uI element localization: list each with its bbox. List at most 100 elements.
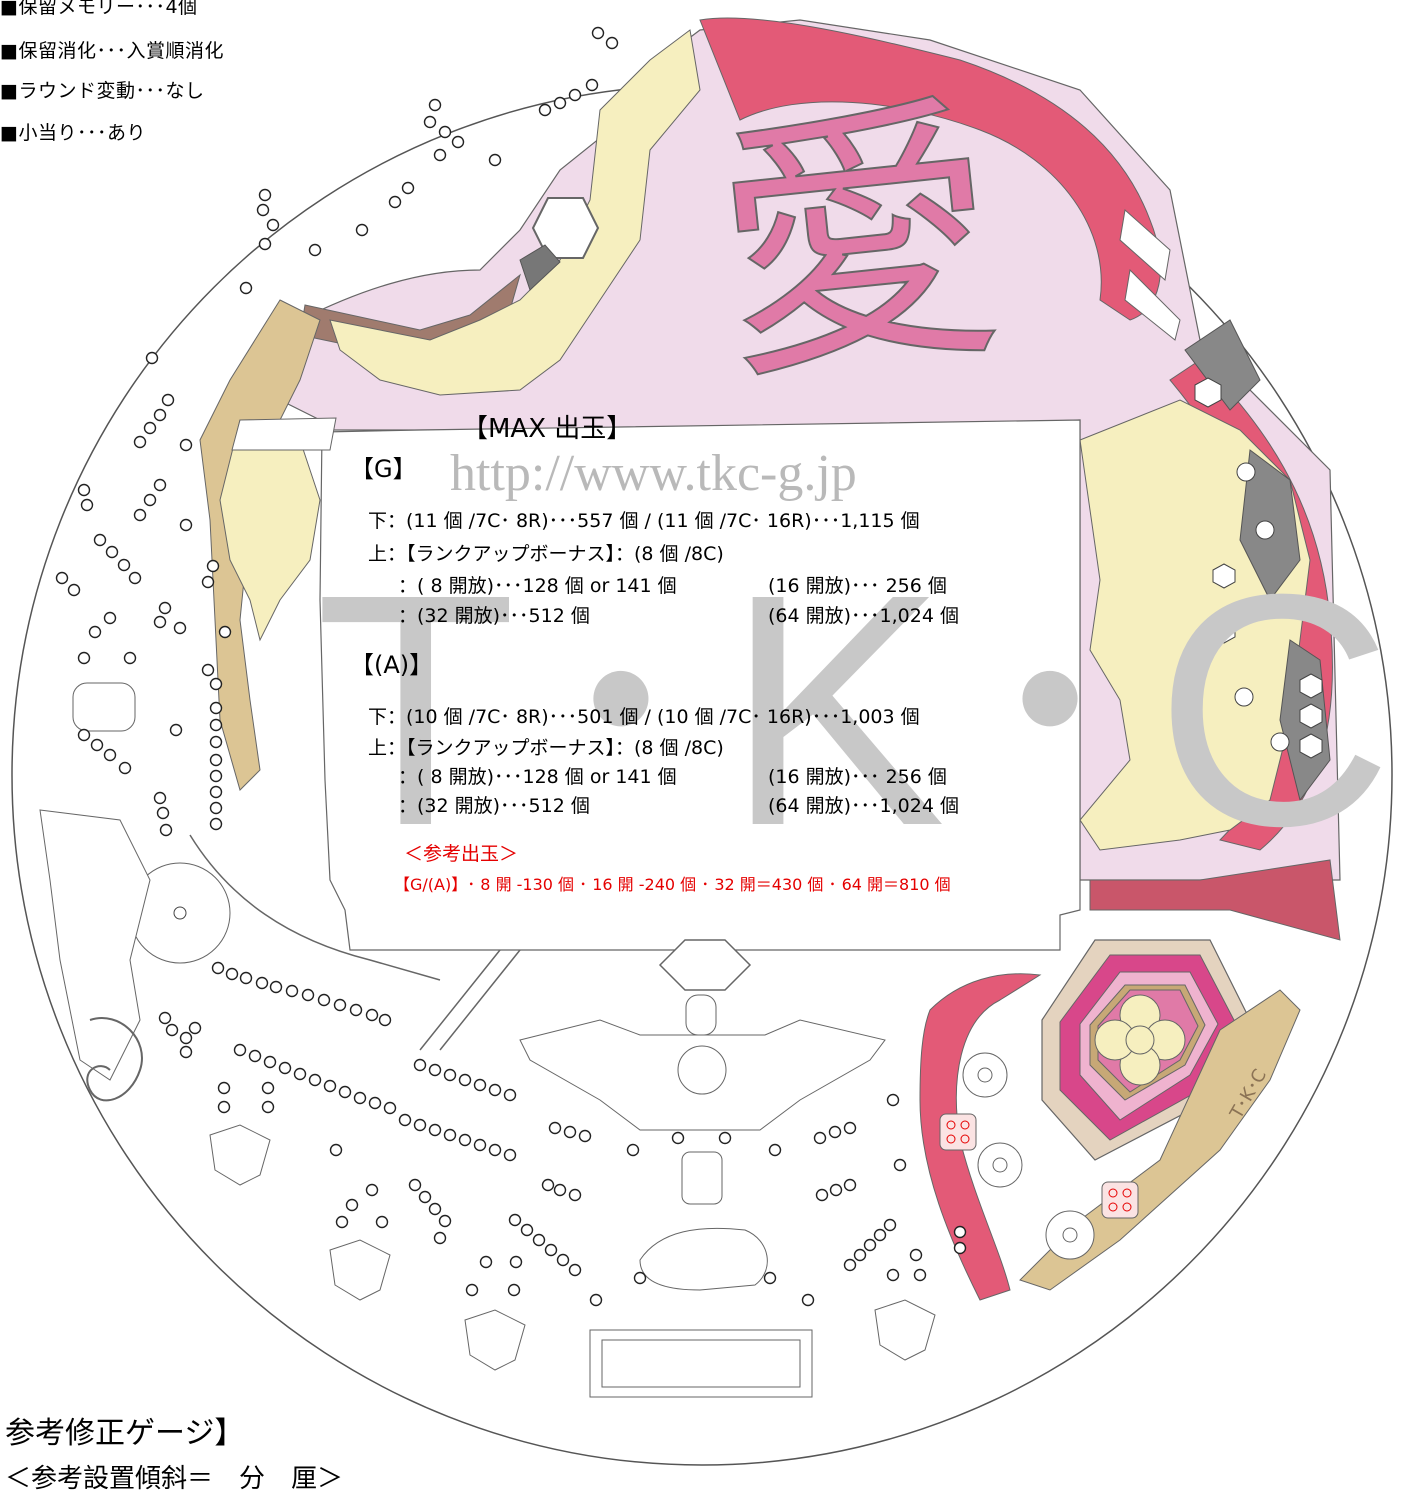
nail-pin (953, 1225, 967, 1239)
nail-pin (873, 1228, 887, 1242)
dice-icon (1101, 1181, 1139, 1219)
g-line-1: 下：(11 個 /7C･ 8R)･･･557 個 / (11 個 /7C･ 16… (368, 510, 920, 532)
a-header: 【(A)】 (350, 651, 434, 679)
nail-pin (217, 1081, 231, 1095)
nail-pin (169, 723, 183, 737)
nail-pin (433, 148, 447, 162)
nail-pin (179, 438, 193, 452)
sakura-icon (1045, 1210, 1095, 1260)
nail-pin (503, 1148, 517, 1162)
nail-pins (55, 26, 967, 1307)
nail-pin (145, 351, 159, 365)
nail-pin (153, 408, 167, 422)
guide-rail (439, 949, 521, 1051)
nail-pin (433, 1231, 447, 1245)
nail-pin (256, 203, 270, 217)
grey-ornament (519, 244, 561, 291)
tan-left-pillar (199, 299, 321, 791)
center-post (685, 994, 717, 1036)
nail-pin (266, 218, 280, 232)
nail-pin (458, 1133, 472, 1147)
hex-icon (1212, 563, 1236, 589)
g-line-5: ：(32 開放)･･･512 個 (398, 605, 590, 627)
nail-pin (438, 1214, 452, 1228)
ref-out-line: 【G/(A)】･ 8 開 -130 個 ･ 16 開 -240 個 ･ 32 開… (394, 875, 951, 894)
a-line-2: 上：【ランクアップボーナス】：(8 個 /8C) (368, 737, 724, 759)
nail-pin (209, 769, 223, 783)
nail-pin (508, 1213, 522, 1227)
nail-pin (317, 993, 331, 1007)
attacker-inner (601, 1339, 801, 1388)
nail-pin (428, 98, 442, 112)
nail-pin (179, 518, 193, 532)
nail-pin (248, 1049, 262, 1063)
nail-pin (217, 1100, 231, 1114)
red-swoosh-bottom (919, 973, 1042, 1301)
nail-pin (133, 435, 147, 449)
nail-pin (532, 1233, 546, 1247)
small-figure-icon (329, 1239, 391, 1301)
nail-pin (626, 1143, 640, 1157)
nail-pin (153, 791, 167, 805)
nail-pin (209, 753, 223, 767)
g-line-6: (64 開放)･･･1,024 個 (768, 605, 959, 627)
nail-pin (605, 36, 619, 50)
small-figure-icon (209, 1124, 271, 1186)
nail-pin (388, 195, 402, 209)
nail-pin (258, 188, 272, 202)
nail-pin (568, 1263, 582, 1277)
nail-pin (209, 701, 223, 715)
hex-icon (1299, 733, 1323, 759)
nail-pin (77, 728, 91, 742)
nail-pin (128, 571, 142, 585)
nail-pin (375, 1215, 389, 1229)
nail-pin (589, 1293, 603, 1307)
nail-pin (153, 615, 167, 629)
nail-pin (263, 1055, 277, 1069)
nail-pin (173, 621, 187, 635)
a-line-1: 下：(10 個 /7C･ 8R)･･･501 個 / (10 個 /7C･ 16… (368, 706, 920, 728)
nail-pin (225, 967, 239, 981)
nail-pin (118, 761, 132, 775)
nail-pin (401, 181, 415, 195)
left-spiral (86, 1017, 143, 1102)
small-figure-icon (464, 1309, 526, 1371)
nail-pin (278, 1061, 292, 1075)
nail-pin (465, 1283, 479, 1297)
nail-pin (90, 738, 104, 752)
windmill-inner (173, 906, 187, 920)
nail-pin (488, 1083, 502, 1097)
red-swoosh-mid (1089, 859, 1341, 941)
nail-pin (815, 1188, 829, 1202)
lcd-tab (231, 417, 337, 451)
g-line-3: ：( 8 開放)･･･128 個 or 141 個 (398, 575, 677, 597)
nail-pin (338, 1085, 352, 1099)
nail-pin (209, 785, 223, 799)
nail-pin (209, 677, 223, 691)
nail-pin (365, 1183, 379, 1197)
ref-out-title: ＜参考出玉＞ (404, 843, 519, 865)
nail-pin (308, 243, 322, 257)
nail-pin (159, 823, 173, 837)
cream-flame-top (329, 29, 701, 396)
nail-pin (488, 1143, 502, 1157)
nail-pin (473, 1078, 487, 1092)
watermark-logo: T･K･C (315, 525, 1404, 894)
center-hex (658, 939, 752, 991)
nail-pin (158, 601, 172, 615)
nail-pin (443, 1068, 457, 1082)
nail-pin (239, 971, 253, 985)
nail-pin (293, 1067, 307, 1081)
nail-pin (255, 976, 269, 990)
nail-pin (538, 103, 552, 117)
nail-pin (853, 1248, 867, 1262)
nail-pin (413, 1058, 427, 1072)
nail-pin (479, 1255, 493, 1269)
nail-pin (143, 421, 157, 435)
flower-icon (1094, 994, 1186, 1086)
nail-pin (509, 1255, 523, 1269)
nail-pin (261, 1081, 275, 1095)
nail-pin (378, 1013, 392, 1027)
nail-pin (553, 96, 567, 110)
hex-icon (1212, 618, 1236, 644)
